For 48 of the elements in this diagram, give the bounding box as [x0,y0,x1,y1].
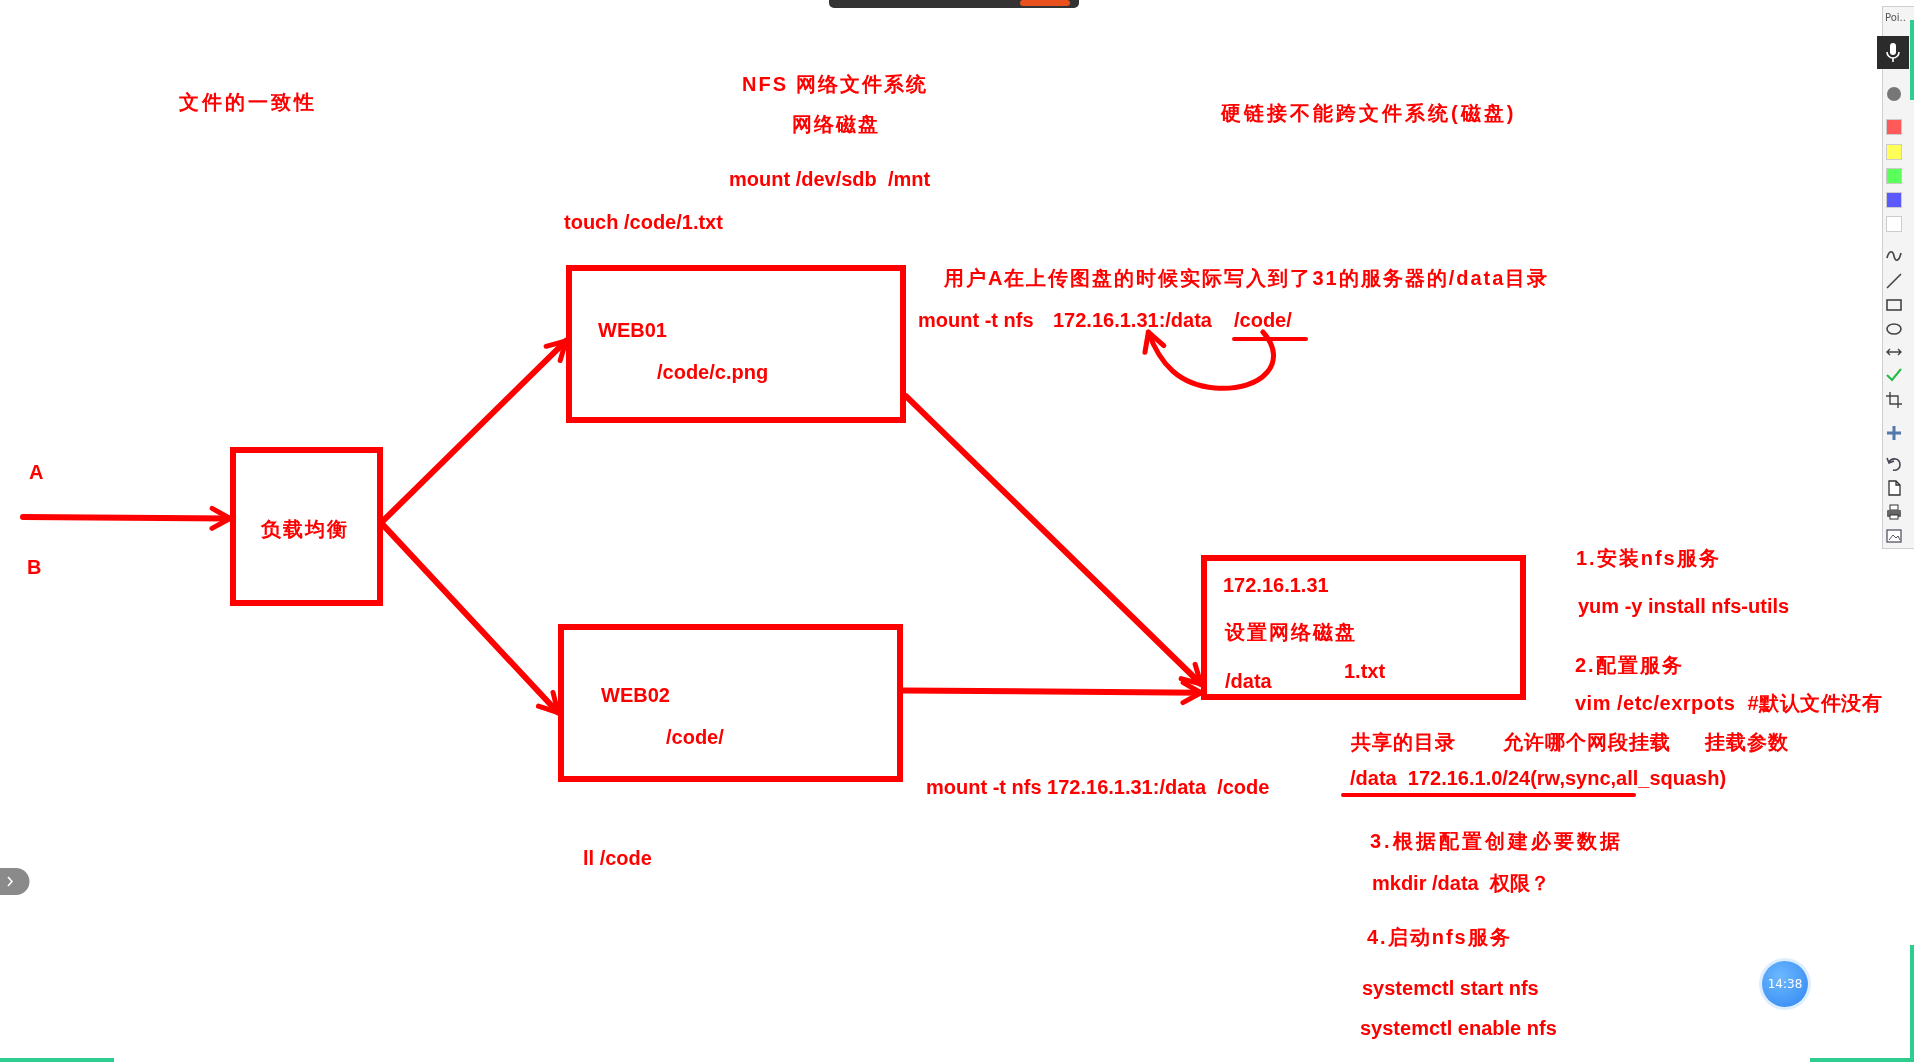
command-text: yum -y install nfs-utils [1578,594,1790,618]
title-text: 负载均衡 [261,517,349,541]
panel-title: Poi.. [1885,12,1906,24]
user-label: A [29,460,44,484]
column-heading: 允许哪个网段挂载 [1503,730,1671,754]
command-text: mount -t nfs [918,308,1034,332]
arrow [903,393,1204,687]
command-text: 172.16.1.31:/data [1053,308,1212,332]
command-text: /data 172.16.1.0/24(rw,sync,all_squash) [1350,766,1727,790]
command-text: vim /etc/exrpots #默认文件没有 [1575,691,1883,715]
command-text: touch /code/1.txt [564,210,723,234]
title-text: WEB01 [598,318,667,342]
path-text: /code/ [666,725,724,749]
command-text: mkdir /data 权限？ [1372,871,1550,895]
command-text: systemctl enable nfs [1360,1016,1557,1040]
process-box [1201,555,1526,700]
column-heading: 共享的目录 [1351,730,1456,754]
description-text: 设置网络磁盘 [1225,620,1357,644]
path-text: /code/c.png [657,360,769,384]
curved-arrow [1143,329,1276,391]
step-heading: 3.根据配置创建必要数据 [1370,829,1623,853]
command-text: systemctl start nfs [1362,976,1539,1000]
column-heading: 挂载参数 [1705,730,1789,754]
note-text: 文件的一致性 [179,90,317,114]
command-text: mount -t nfs 172.16.1.31:/data /code [926,775,1270,799]
note-text: 用户A在上传图盘的时候实际写入到了31的服务器的/data目录 [944,266,1550,290]
user-label: B [27,555,42,579]
step-heading: 2.配置服务 [1575,653,1684,677]
command-text: ll /code [583,846,652,870]
arrow [380,337,569,524]
command-text: /code/ [1234,308,1292,332]
step-heading: 4.启动nfs服务 [1367,925,1512,949]
arrow [20,505,233,531]
command-text: mount /dev/sdb /mnt [729,167,931,191]
file-name: 1.txt [1344,659,1386,683]
arrow [380,521,561,716]
ip-address: 172.16.1.31 [1223,573,1329,597]
path-text: /data [1225,669,1272,693]
title-text: WEB02 [601,683,670,707]
note-text: 硬链接不能跨文件系统(磁盘) [1221,101,1517,125]
step-heading: 1.安装nfs服务 [1576,546,1721,570]
process-box [558,624,903,782]
timer-badge: 14:38 [1762,961,1808,1007]
heading: 网络磁盘 [792,112,880,136]
arrow [900,680,1204,706]
heading: NFS 网络文件系统 [742,72,928,96]
process-box [230,447,383,606]
process-box [566,265,906,423]
